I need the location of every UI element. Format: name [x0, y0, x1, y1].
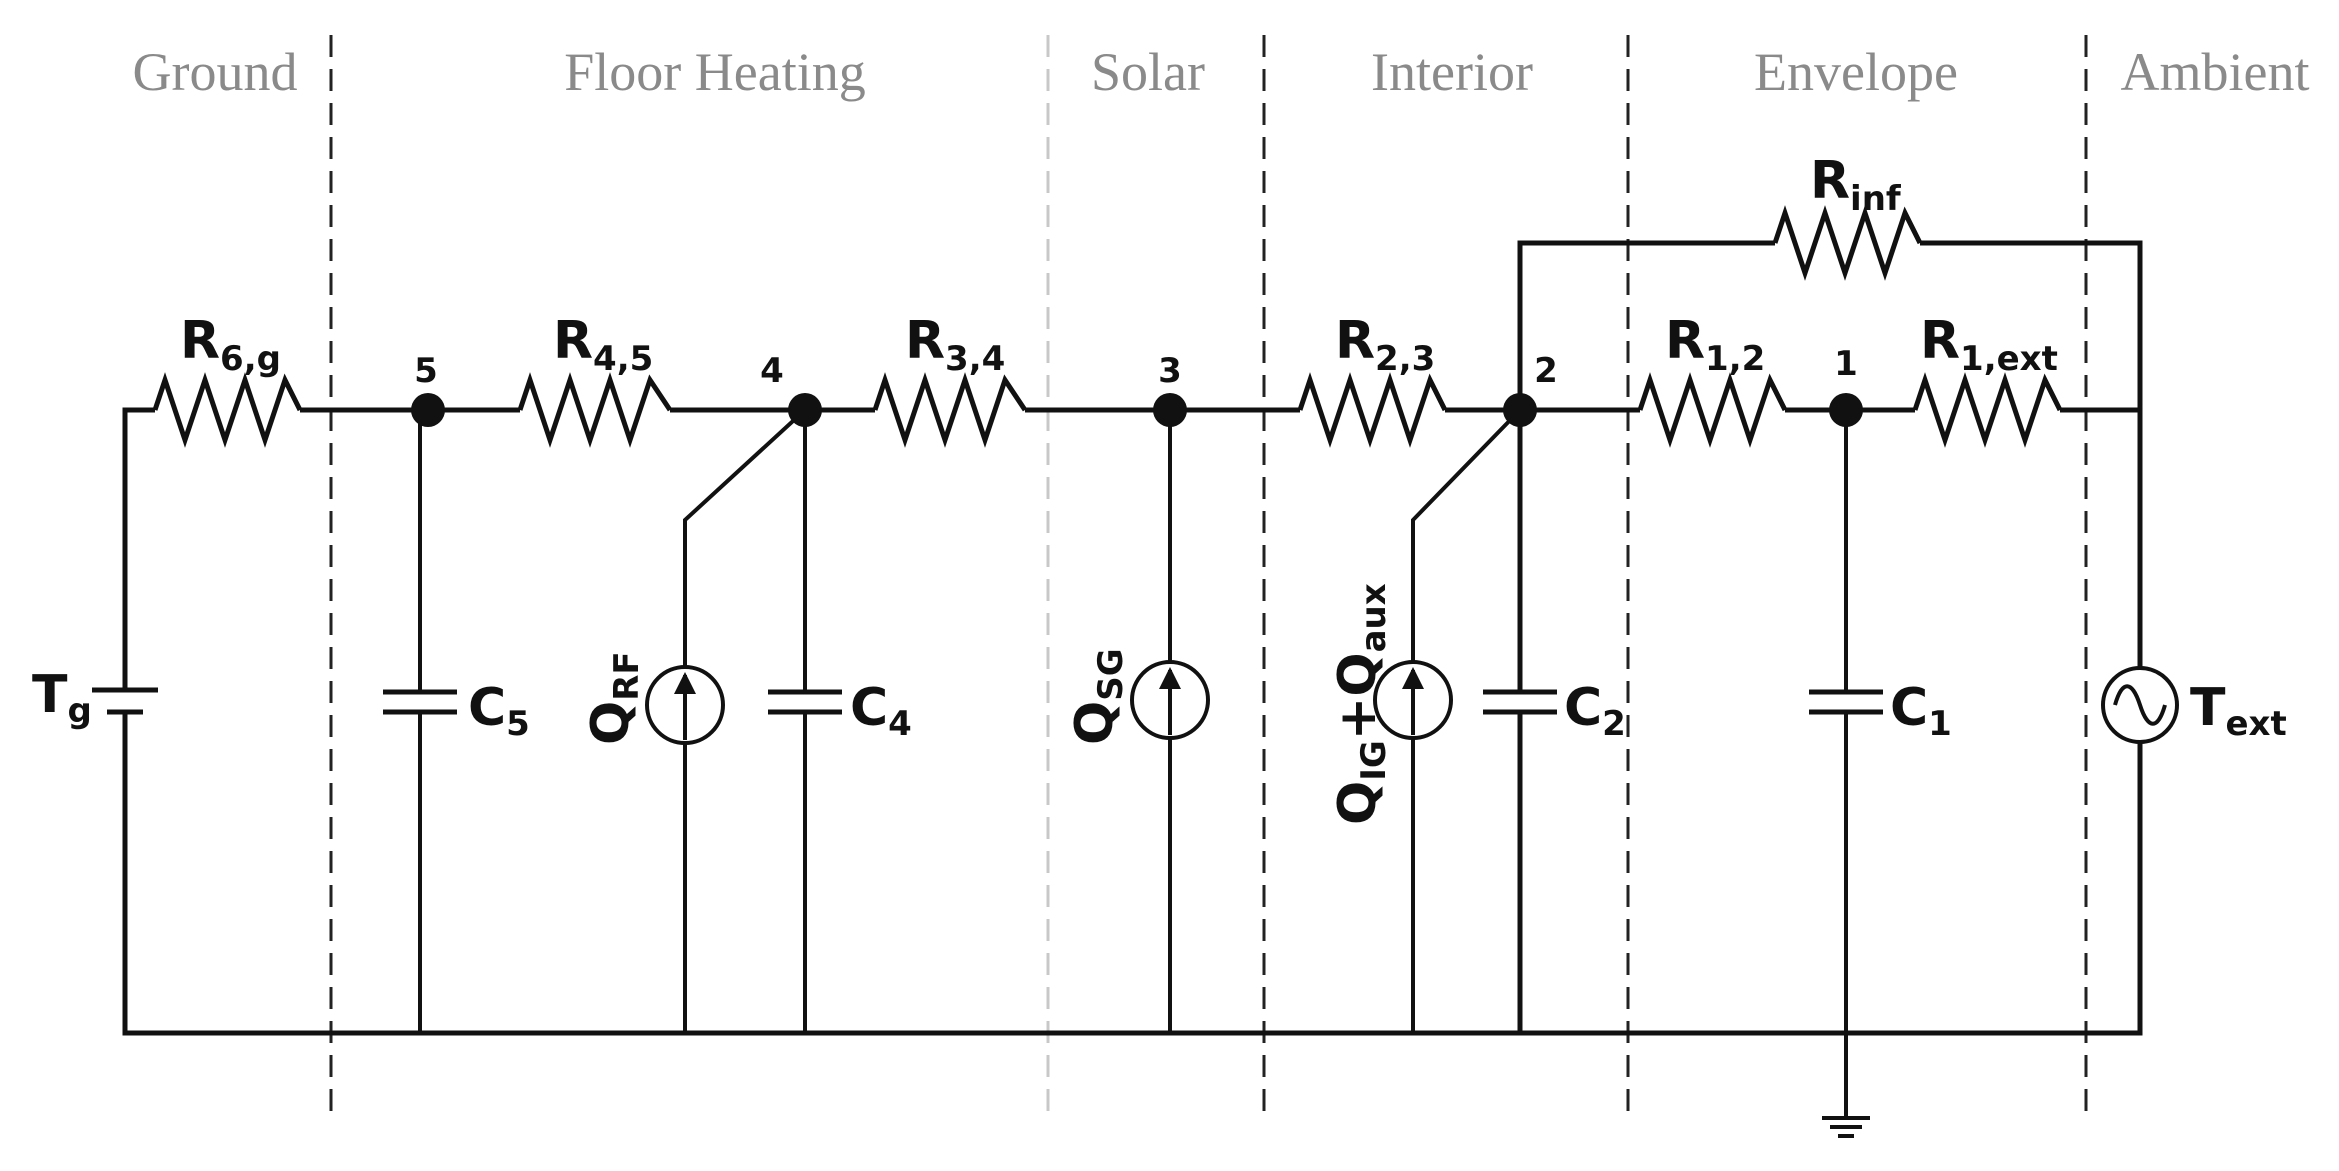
- label-qsg: QSG: [1065, 648, 1131, 745]
- current-source-qsg: [1130, 410, 1210, 1033]
- ac-source-text: [2101, 666, 2179, 744]
- label-r23: R2,3: [1335, 311, 1435, 379]
- resistor-rinf: [1517, 205, 2143, 410]
- zone-label-solar: Solar: [1091, 42, 1205, 102]
- node-label-4: 4: [760, 351, 784, 391]
- battery-tg: [92, 505, 158, 735]
- node-dot-1: [1829, 393, 1863, 427]
- capacitor-c1: [1809, 410, 1883, 1118]
- label-c2: C2: [1564, 678, 1626, 744]
- node-label-3: 3: [1158, 351, 1182, 391]
- label-rinf: Rinf: [1810, 151, 1902, 219]
- node-dot-2: [1503, 393, 1537, 427]
- label-r6g: R6,g: [180, 311, 281, 379]
- zone-label-ground: Ground: [133, 42, 298, 102]
- capacitor-c5: [383, 410, 457, 1033]
- label-text: Text: [2190, 678, 2287, 744]
- ground-symbol: [1822, 1116, 1870, 1138]
- current-source-qrf: [645, 408, 807, 1033]
- capacitor-c4: [768, 410, 842, 1033]
- node-label-1: 1: [1834, 344, 1858, 384]
- label-r1ext: R1,ext: [1920, 311, 2058, 379]
- node-label-2: 2: [1534, 351, 1558, 391]
- label-qig-qaux: QIG+Qaux: [1328, 583, 1394, 825]
- label-tg: Tg: [32, 665, 92, 731]
- node-dot-3: [1153, 393, 1187, 427]
- node-dot-4: [788, 393, 822, 427]
- zone-label-envelope: Envelope: [1754, 42, 1958, 102]
- label-c5: C5: [468, 678, 530, 744]
- node-label-5: 5: [414, 351, 438, 391]
- zone-label-ambient: Ambient: [2121, 42, 2310, 102]
- label-r34: R3,4: [905, 311, 1005, 379]
- label-qrf: QRF: [581, 651, 647, 745]
- label-r45: R4,5: [553, 311, 653, 379]
- node-dot-5: [411, 393, 445, 427]
- capacitor-c2: [1483, 410, 1557, 1033]
- label-c4: C4: [850, 678, 912, 744]
- current-source-qig-qaux: [1373, 408, 1522, 1033]
- label-r12: R1,2: [1665, 311, 1765, 379]
- label-c1: C1: [1890, 678, 1952, 744]
- bottom-wire: [122, 735, 2143, 1036]
- zone-label-floor-heating: Floor Heating: [564, 42, 865, 102]
- zone-label-interior: Interior: [1371, 42, 1533, 102]
